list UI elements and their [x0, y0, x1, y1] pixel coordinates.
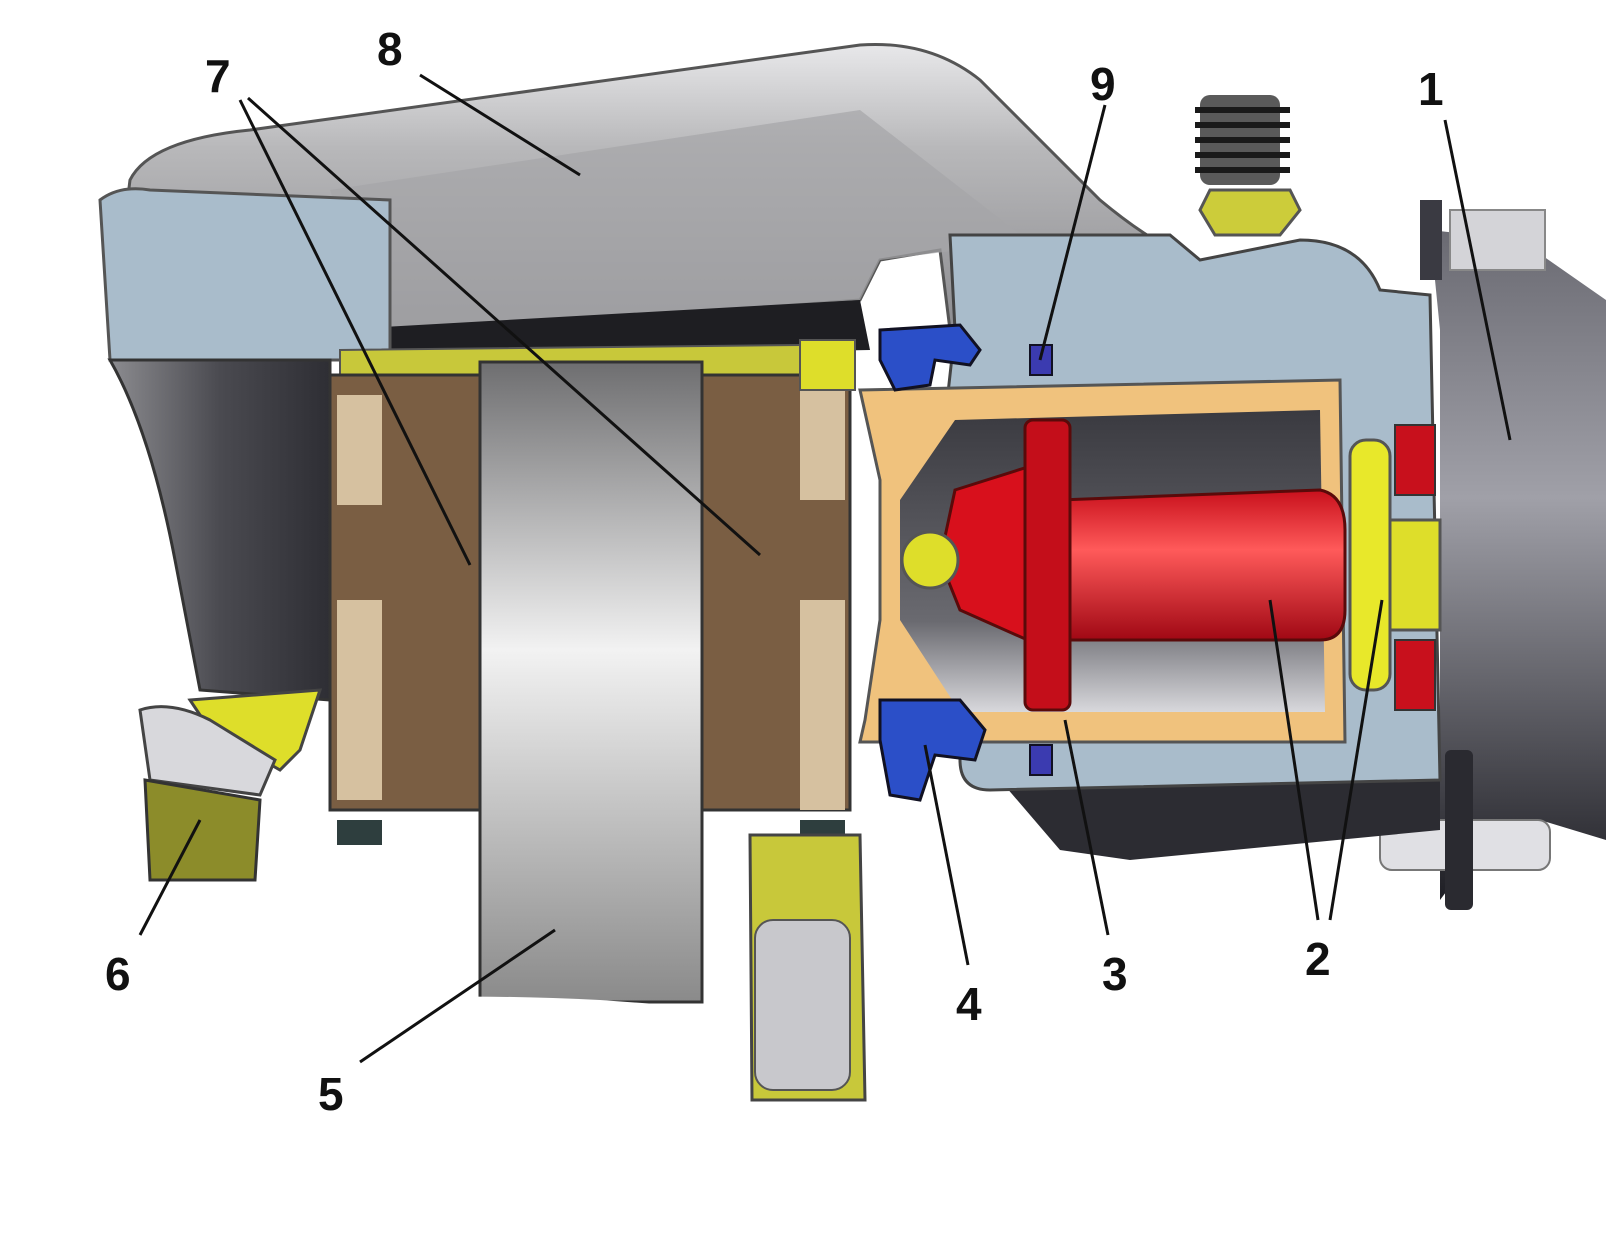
guide-pin [138, 688, 323, 882]
caliper-fist-upper [98, 187, 392, 362]
actuator-housing [1379, 200, 1606, 910]
leader-8 [419, 73, 581, 177]
piston-seal [1029, 344, 1053, 776]
leader-2b [1328, 599, 1384, 921]
callout-1: 1 [1418, 63, 1444, 115]
dust-boot [878, 323, 987, 802]
adjuster-spindle [900, 418, 1347, 712]
leader-7a [238, 99, 472, 566]
anti-rattle-clip [799, 339, 856, 391]
leader-3 [1063, 719, 1110, 936]
leader-7b [247, 96, 761, 557]
callout-5: 5 [318, 1068, 344, 1120]
leader-4 [923, 744, 970, 966]
callout-4: 4 [956, 978, 982, 1030]
leader-9 [1038, 104, 1107, 361]
callout-6: 6 [105, 948, 131, 1000]
callout-3: 3 [1102, 948, 1128, 1000]
leader-2a [1268, 599, 1320, 921]
callout-9: 9 [1090, 58, 1116, 110]
callout-2: 2 [1305, 933, 1331, 985]
brake-pad-outer [698, 373, 852, 845]
callout-7: 7 [205, 50, 231, 102]
callout-labels: 1 2 3 4 5 6 7 8 9 [105, 23, 1444, 1120]
brake-pad-inner [328, 373, 482, 845]
leader-1 [1443, 119, 1512, 441]
blank-area [231, 996, 746, 1230]
guide-bracket [748, 833, 867, 1102]
brake-disc [478, 360, 704, 1004]
thrust-washer [1348, 424, 1442, 711]
callout-8: 8 [377, 23, 403, 75]
leader-lines [138, 73, 1512, 1064]
bleed-screw [1195, 95, 1302, 237]
leader-6 [138, 819, 202, 936]
leader-5 [359, 928, 556, 1064]
caliper-fist-arm [107, 358, 332, 702]
housing-shadow [1000, 780, 1440, 860]
